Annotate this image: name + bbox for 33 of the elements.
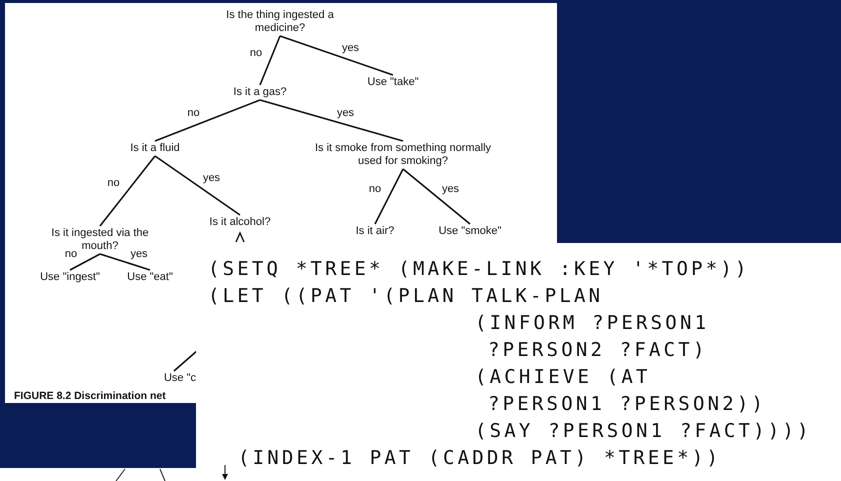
edge-label: no	[64, 248, 78, 260]
code-line: (SAY ?PERSON1 ?FACT))))	[475, 420, 812, 442]
edge-label: no	[106, 177, 121, 189]
branch-line	[154, 99, 260, 142]
branch-line	[260, 99, 404, 142]
branch-line	[374, 168, 404, 224]
code-line: (INFORM ?PERSON1	[475, 312, 710, 334]
branch-line	[70, 253, 100, 271]
tree-node-text: Use "take"	[367, 76, 419, 89]
tree-node-text: Use "smoke"	[438, 225, 502, 238]
edge-label: yes	[129, 248, 149, 260]
code-line: (INDEX-1 PAT (CADDR PAT) *TREE*))	[238, 447, 722, 469]
branch-line	[402, 168, 470, 225]
tree-node-text: Use "c	[164, 372, 196, 385]
branch-line	[259, 36, 281, 86]
code-line: (ACHIEVE (AT	[475, 366, 651, 388]
tree-node-text: Is it smoke from something normally used for smoking?	[308, 142, 498, 168]
code-line: (SETQ *TREE* (MAKE-LINK :KEY '*TOP*))	[208, 258, 750, 280]
tree-node-text: Is it a fluid	[130, 142, 180, 155]
tree-node-text: Is the thing ingested a medicine?	[220, 9, 340, 35]
figure-caption: FIGURE 8.2 Discrimination net	[14, 390, 166, 402]
tree-node-text: Use "eat"	[127, 271, 173, 284]
code-line: ?PERSON2 ?FACT)	[488, 339, 708, 361]
branch-line	[99, 156, 156, 226]
branch-line	[154, 155, 240, 216]
tree-node-text: Is it a gas?	[233, 86, 287, 99]
branch-line	[280, 35, 394, 76]
tree-node-text: Use "ingest"	[40, 271, 100, 284]
tree-node-text: Is it alcohol?	[209, 216, 271, 229]
code-line: ?PERSON1 ?PERSON2))	[488, 393, 766, 415]
code-line: (LET ((PAT '(PLAN TALK-PLAN	[208, 285, 604, 307]
branch-line	[100, 253, 150, 271]
tree-node-text: Is it air?	[356, 225, 394, 238]
